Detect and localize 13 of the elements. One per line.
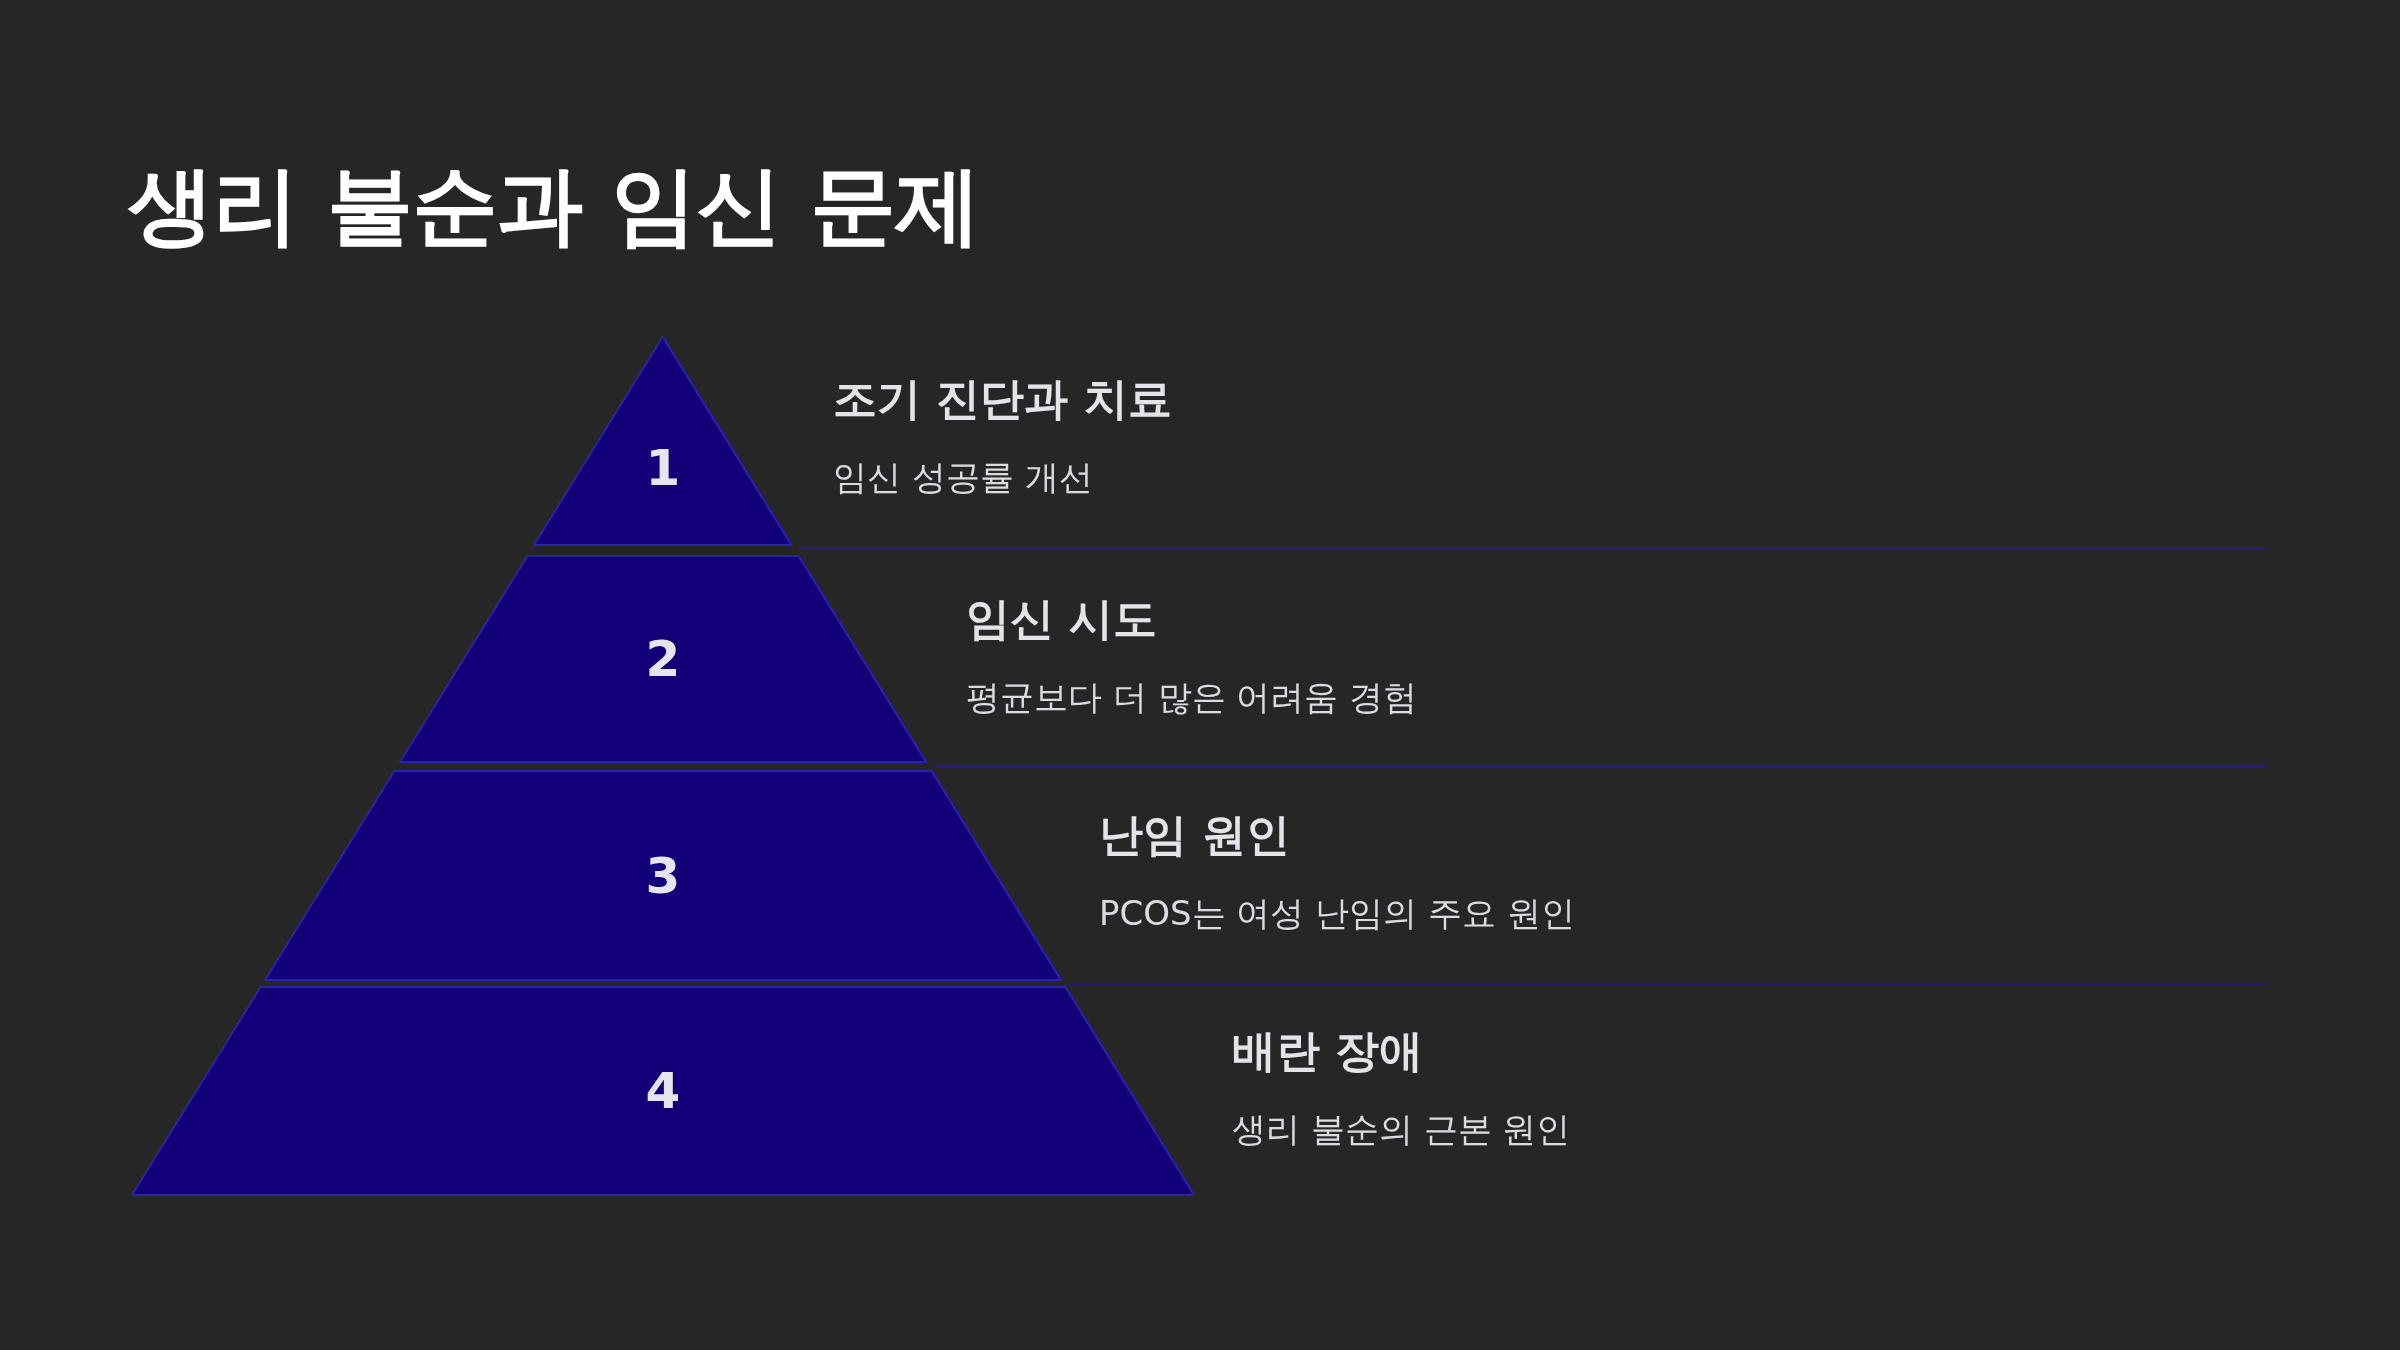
tier-number: 4 (645, 1062, 681, 1120)
tier-description: PCOS는 여성 난임의 주요 원인 (1099, 892, 1575, 935)
tier-description: 생리 불순의 근본 원인 (1232, 1108, 1571, 1151)
tier-heading: 배란 장애 (1232, 1024, 1425, 1078)
tier-description: 평균보다 더 많은 어려움 경험 (966, 676, 1418, 719)
tier-heading: 임신 시도 (966, 592, 1159, 646)
tier-heading: 조기 진단과 치료 (833, 372, 1172, 426)
tier-description: 임신 성공률 개선 (833, 456, 1094, 499)
title: 생리 불순과 임신 문제 (128, 154, 980, 257)
tier-heading: 난임 원인 (1099, 808, 1292, 862)
tier-number: 1 (645, 439, 681, 498)
tier-number: 2 (645, 630, 681, 688)
tier-number: 3 (645, 846, 681, 905)
